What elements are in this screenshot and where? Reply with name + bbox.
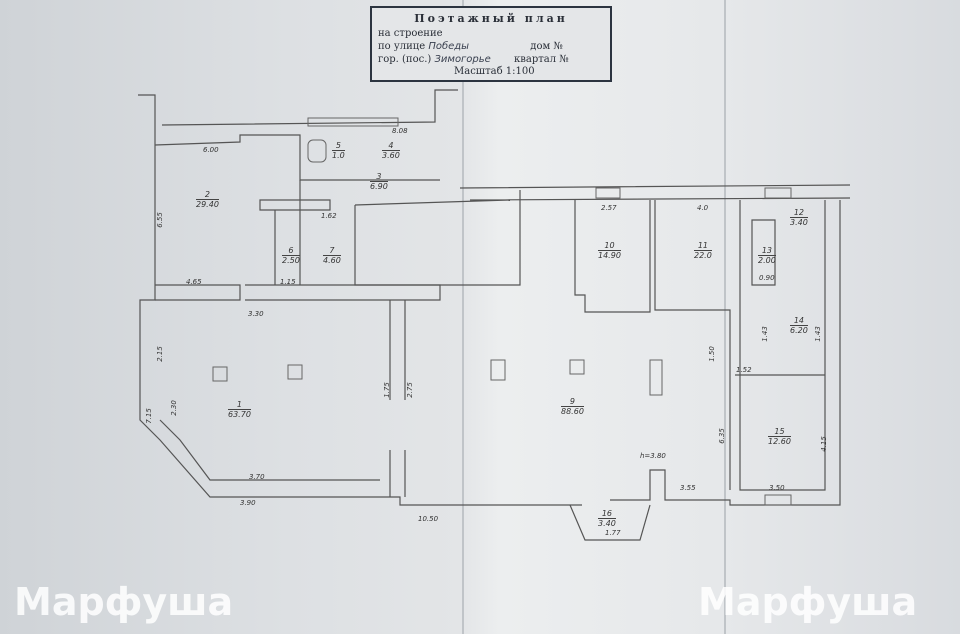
dimension: 2.15 [155, 346, 164, 362]
dimension: 1.77 [605, 529, 621, 537]
dimension: 1.52 [736, 366, 752, 374]
stamp-line-2: по улице Победы дом № [378, 41, 563, 52]
dimension: 1.43 [813, 326, 822, 342]
dimension: 6.35 [717, 428, 726, 444]
dimension: 1.75 [382, 382, 391, 398]
stamp-line-3: гор. (пос.) Зимогорье квартал № [378, 54, 569, 65]
dimension: 2.30 [169, 400, 178, 416]
dimension: 8.08 [392, 127, 408, 135]
watermark: Марфуша [14, 580, 234, 624]
dimension: 6.55 [155, 212, 164, 228]
street-value: Победы [428, 41, 470, 52]
toilet [307, 139, 327, 163]
column [287, 364, 303, 380]
dimension: 7.15 [144, 408, 153, 424]
column [490, 359, 506, 381]
stamp-label: по улице [378, 41, 426, 52]
dimension: 3.55 [680, 484, 696, 492]
column [212, 366, 228, 382]
dimension: 6.00 [203, 146, 219, 154]
title-stamp: Поэтажный план на строение по улице Побе… [370, 6, 612, 82]
stamp-line-1: на строение [378, 28, 443, 39]
radiator [307, 117, 399, 127]
column [569, 359, 585, 375]
watermark: Марфуша [698, 580, 918, 624]
column [649, 359, 663, 396]
dimension: 1.62 [321, 212, 337, 220]
window [595, 187, 621, 199]
dimension: 1.43 [760, 326, 769, 342]
paper-fold [462, 0, 464, 634]
dimension: 4.0 [697, 204, 709, 212]
window [764, 494, 792, 506]
town-value: Зимогорье [434, 54, 491, 65]
dimension: 3.70 [249, 473, 265, 481]
paper-fold [724, 0, 726, 634]
dimension: 3.90 [240, 499, 256, 507]
stamp-label: на строение [378, 28, 443, 39]
dimension: 0.90 [759, 274, 775, 282]
stamp-title: Поэтажный план [414, 12, 568, 25]
window [764, 187, 792, 199]
dimension: 10.50 [418, 515, 439, 523]
stamp-label: дом № [530, 41, 563, 52]
dimension: 2.75 [405, 382, 414, 398]
dimension: 3.50 [769, 484, 785, 492]
dimension: 4.65 [186, 278, 202, 286]
stamp-label: квартал № [514, 54, 569, 65]
stamp-label: гор. (пос.) [378, 54, 432, 65]
dimension: 4.15 [819, 436, 828, 452]
dimension: 1.50 [707, 346, 716, 362]
dimension: 3.30 [248, 310, 264, 318]
dimension: h=3.80 [640, 452, 666, 460]
dimension: 2.57 [601, 204, 617, 212]
dimension: 1.15 [280, 278, 296, 286]
stamp-scale: Масштаб 1:100 [454, 66, 535, 77]
